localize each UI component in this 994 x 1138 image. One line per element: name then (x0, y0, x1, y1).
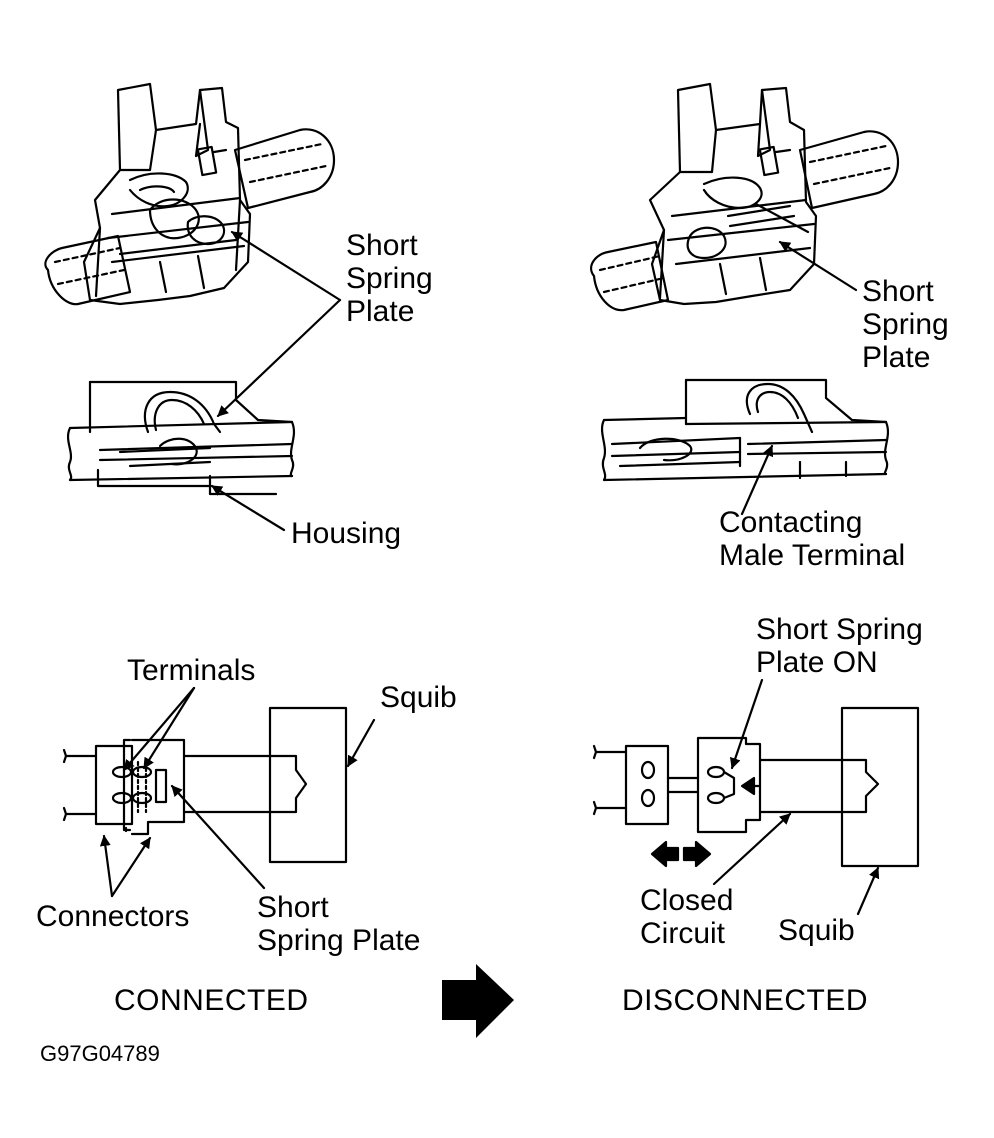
connected-schematic (62, 706, 348, 864)
leader-arrows-top-left (210, 230, 342, 532)
cross-section-left (66, 380, 296, 496)
label-short-spring-plate-bottom-left: Short Spring Plate (257, 891, 421, 957)
label-short-spring-plate-top-right: Short Spring Plate (862, 275, 949, 374)
label-squib-left: Squib (380, 681, 457, 714)
disconnected-schematic (592, 706, 920, 868)
leader-arrows-bottom-right (712, 678, 880, 916)
label-contacting-male-terminal: Contacting Male Terminal (719, 506, 906, 572)
leader-arrows-bottom-left (99, 686, 376, 898)
label-short-spring-plate-on: Short Spring Plate ON (756, 613, 923, 679)
label-connectors: Connectors (36, 900, 190, 933)
caption-connected: CONNECTED (114, 984, 309, 1017)
label-squib-right: Squib (778, 914, 855, 947)
cross-section-right (600, 378, 890, 482)
label-terminals: Terminals (127, 654, 256, 687)
label-closed-circuit: Closed Circuit (640, 884, 734, 950)
connector-assembly-illustration-left (44, 82, 336, 306)
label-housing: Housing (291, 517, 402, 550)
figure-id: G97G04789 (40, 1041, 160, 1066)
transition-arrow-icon (442, 964, 514, 1038)
caption-disconnected: DISCONNECTED (622, 984, 869, 1017)
leader-arrows-top-right (740, 240, 858, 516)
connector-assembly-illustration-right (590, 82, 900, 312)
label-short-spring-plate-top-left: Short Spring Plate (346, 229, 433, 328)
